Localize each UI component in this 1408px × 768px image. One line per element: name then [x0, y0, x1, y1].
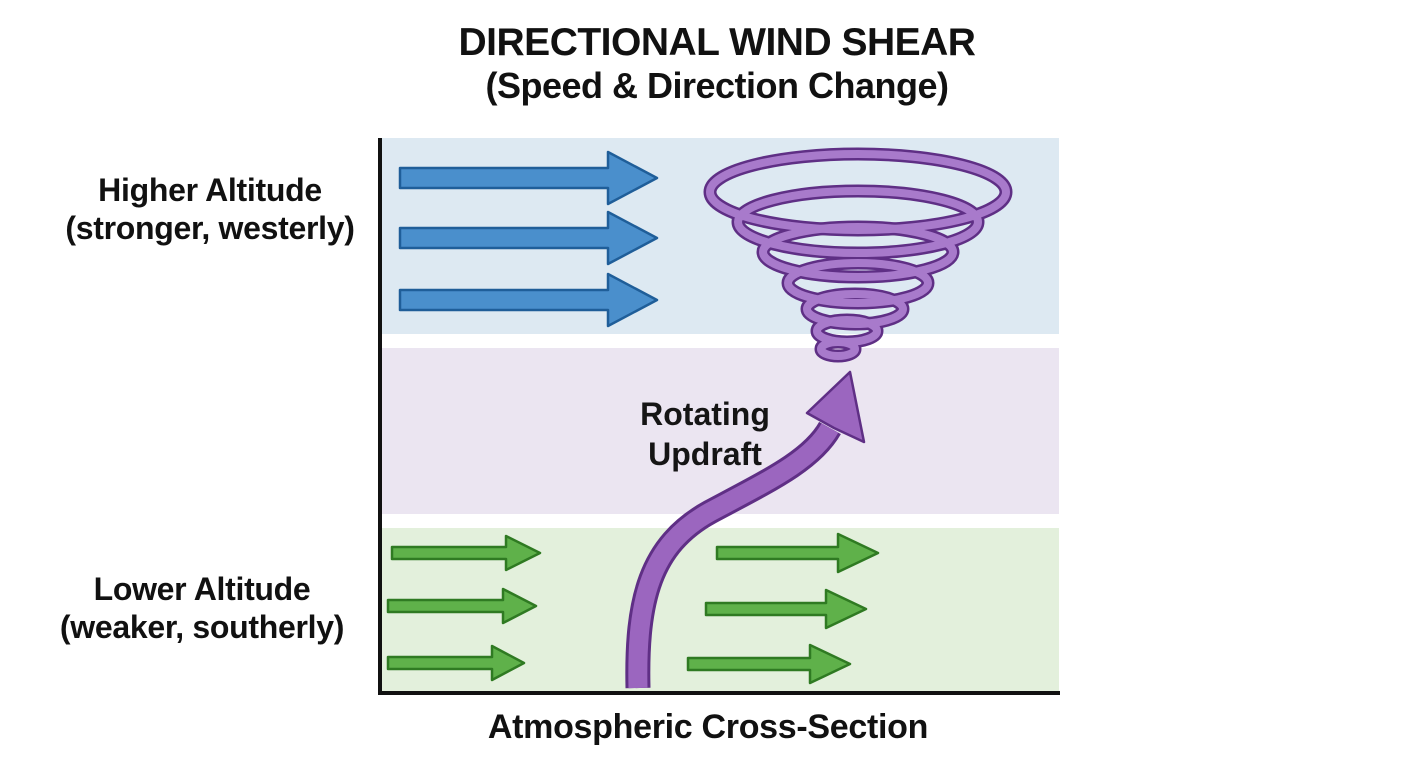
middle-altitude-band — [381, 348, 1059, 514]
westerly-wind-arrow-1 — [398, 150, 659, 206]
cross-section-caption: Atmospheric Cross-Section — [487, 708, 929, 746]
diagram-subtitle: (Speed & Direction Change) — [485, 65, 949, 106]
southerly-wind-arrow-2 — [386, 587, 538, 625]
high-altitude-wind-arrows — [398, 150, 659, 328]
southerly-wind-arrow-5 — [704, 588, 868, 630]
lower-altitude-label: Lower Altitude (weaker, southerly) — [22, 570, 382, 646]
rotating-updraft-label: Rotating Updraft — [600, 394, 810, 474]
lower-altitude-label-line1: Lower Altitude — [93, 571, 311, 607]
southerly-wind-arrow-1 — [390, 534, 542, 572]
updraft-shaft-fill — [628, 422, 839, 689]
rotating-updraft-arrow — [625, 370, 866, 689]
westerly-wind-arrow-3 — [398, 272, 659, 328]
rotating-updraft-label-line2: Updraft — [648, 436, 762, 472]
southerly-wind-arrow-3 — [386, 644, 526, 682]
updraft-arrowhead — [805, 370, 866, 444]
diagram-title: DIRECTIONAL WIND SHEAR — [458, 21, 976, 64]
low-altitude-wind-arrows — [386, 532, 880, 685]
westerly-wind-arrow-2 — [398, 210, 659, 266]
higher-altitude-label-line2: (stronger, westerly) — [65, 210, 355, 246]
spiral-vortex-icon — [703, 147, 1013, 363]
southerly-wind-arrow-6 — [686, 643, 852, 685]
higher-altitude-label-line1: Higher Altitude — [98, 172, 322, 208]
lower-altitude-label-line2: (weaker, southerly) — [59, 609, 345, 645]
rotating-updraft-label-line1: Rotating — [640, 396, 770, 432]
higher-altitude-label: Higher Altitude (stronger, westerly) — [30, 171, 390, 247]
southerly-wind-arrow-4 — [715, 532, 880, 574]
